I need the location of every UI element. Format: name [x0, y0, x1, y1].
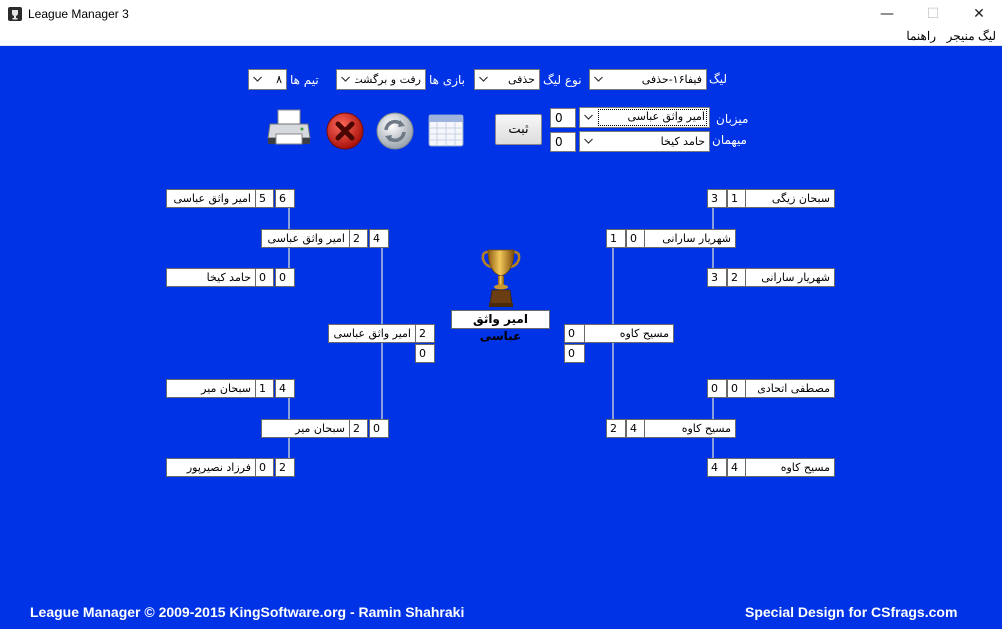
- left-r1-team-3: سبحان میر: [166, 379, 256, 398]
- left-r2-team-2: سبحان میر: [261, 419, 350, 438]
- right-r1-score-2a: 2: [727, 268, 746, 287]
- left-r2-team-1: امیر واثق عباسی: [261, 229, 350, 248]
- trophy-icon: [481, 249, 521, 307]
- games-value: رفت و برگشت: [355, 73, 421, 86]
- left-r1-score-2a: 0: [255, 268, 274, 287]
- champion-name: امیر واثق عباسی: [451, 310, 550, 343]
- league-type-label: نوع لیگ: [543, 73, 582, 87]
- right-r2-score-2b: 2: [606, 419, 626, 438]
- right-r2-score-1a: 0: [626, 229, 645, 248]
- chevron-down-icon: [253, 76, 262, 82]
- left-r1-score-3b: 4: [275, 379, 295, 398]
- minimize-button[interactable]: —: [880, 6, 894, 22]
- left-r1-score-3a: 1: [255, 379, 274, 398]
- right-r1-score-1b: 3: [707, 189, 727, 208]
- left-r1-team-1: امیر واثق عباسی: [166, 189, 256, 208]
- league-select-value: فیفا۱۶-حذفی: [641, 73, 702, 86]
- title-bar: League Manager 3 — ☐ ✕: [0, 0, 1002, 28]
- left-semi-score-b: 0: [415, 344, 435, 363]
- host-select[interactable]: امیر واثق عباسی: [579, 107, 710, 128]
- teams-label: تیم ها: [290, 73, 319, 87]
- right-r1-team-4: مسیح کاوه: [745, 458, 835, 477]
- left-r1-score-2b: 0: [275, 268, 295, 287]
- left-r1-score-4b: 2: [275, 458, 295, 477]
- calendar-icon[interactable]: [427, 112, 465, 148]
- chevron-down-icon: [594, 76, 603, 82]
- left-r1-score-4a: 0: [255, 458, 274, 477]
- chevron-down-icon: [584, 114, 593, 120]
- guest-label: میهمان: [712, 133, 747, 147]
- footer-copyright: League Manager © 2009-2015 KingSoftware.…: [30, 604, 465, 620]
- right-r2-score-1b: 1: [606, 229, 626, 248]
- chevron-down-icon: [584, 138, 593, 144]
- main-panel: لیگ فیفا۱۶-حذفی نوع لیگ حذفی بازی ها رفت…: [0, 46, 1002, 629]
- right-semi-team: مسیح کاوه: [584, 324, 674, 343]
- chevron-down-icon: [479, 76, 488, 82]
- left-r1-team-2: حامد کیخا: [166, 268, 256, 287]
- close-button[interactable]: ✕: [973, 6, 985, 22]
- right-r1-score-3a: 0: [727, 379, 746, 398]
- maximize-button[interactable]: ☐: [926, 6, 940, 22]
- left-semi-score-a: 2: [415, 324, 435, 343]
- menu-league-manager[interactable]: لیگ منیجر: [946, 29, 996, 43]
- right-semi-score-b: 0: [564, 344, 585, 363]
- host-label: میزبان: [716, 112, 749, 126]
- footer-credit: Special Design for CSfrags.com: [745, 604, 958, 620]
- right-r2-team-1: شهریار سارانی: [644, 229, 736, 248]
- teams-value: ۸: [276, 73, 282, 86]
- host-score-input[interactable]: 0: [550, 108, 576, 128]
- right-r1-team-2: شهریار سارانی: [745, 268, 835, 287]
- right-r2-score-2a: 4: [626, 419, 645, 438]
- guest-select[interactable]: حامد کیخا: [579, 131, 710, 152]
- left-r1-score-1a: 5: [255, 189, 274, 208]
- left-r1-team-4: فرزاد نصیرپور: [166, 458, 256, 477]
- trophy-icon: [8, 7, 22, 21]
- games-label: بازی ها: [429, 73, 465, 87]
- right-r1-team-3: مصطفی اتحادی: [745, 379, 835, 398]
- host-value: امیر واثق عباسی: [598, 109, 707, 126]
- league-type-value: حذفی: [507, 73, 535, 86]
- delete-icon[interactable]: [325, 111, 365, 151]
- guest-score-input[interactable]: 0: [550, 132, 576, 152]
- guest-value: حامد کیخا: [660, 135, 705, 148]
- right-r1-score-4b: 4: [707, 458, 727, 477]
- right-r1-score-3b: 0: [707, 379, 727, 398]
- left-semi-team: امیر واثق عباسی: [328, 324, 416, 343]
- league-type-select[interactable]: حذفی: [474, 69, 540, 90]
- league-label: لیگ: [709, 72, 728, 86]
- left-r1-score-1b: 6: [275, 189, 295, 208]
- left-r2-score-2b: 0: [369, 419, 389, 438]
- submit-button[interactable]: ثبت: [495, 114, 542, 145]
- teams-select[interactable]: ۸: [248, 69, 287, 90]
- chevron-down-icon: [341, 76, 350, 82]
- right-semi-score-a: 0: [564, 324, 585, 343]
- league-select[interactable]: فیفا۱۶-حذفی: [589, 69, 707, 90]
- menu-help[interactable]: راهنما: [906, 29, 936, 43]
- refresh-icon[interactable]: [375, 111, 415, 151]
- right-r1-team-1: سبحان زیگی: [745, 189, 835, 208]
- right-r1-score-4a: 4: [727, 458, 746, 477]
- window-title: League Manager 3: [28, 7, 129, 21]
- printer-icon[interactable]: [266, 108, 312, 150]
- left-r2-score-2a: 2: [349, 419, 368, 438]
- right-r1-score-1a: 1: [727, 189, 746, 208]
- menu-bar: لیگ منیجر راهنما: [0, 28, 1002, 46]
- games-select[interactable]: رفت و برگشت: [336, 69, 426, 90]
- right-r1-score-2b: 3: [707, 268, 727, 287]
- right-r2-team-2: مسیح کاوه: [644, 419, 736, 438]
- left-r2-score-1a: 2: [349, 229, 368, 248]
- left-r2-score-1b: 4: [369, 229, 389, 248]
